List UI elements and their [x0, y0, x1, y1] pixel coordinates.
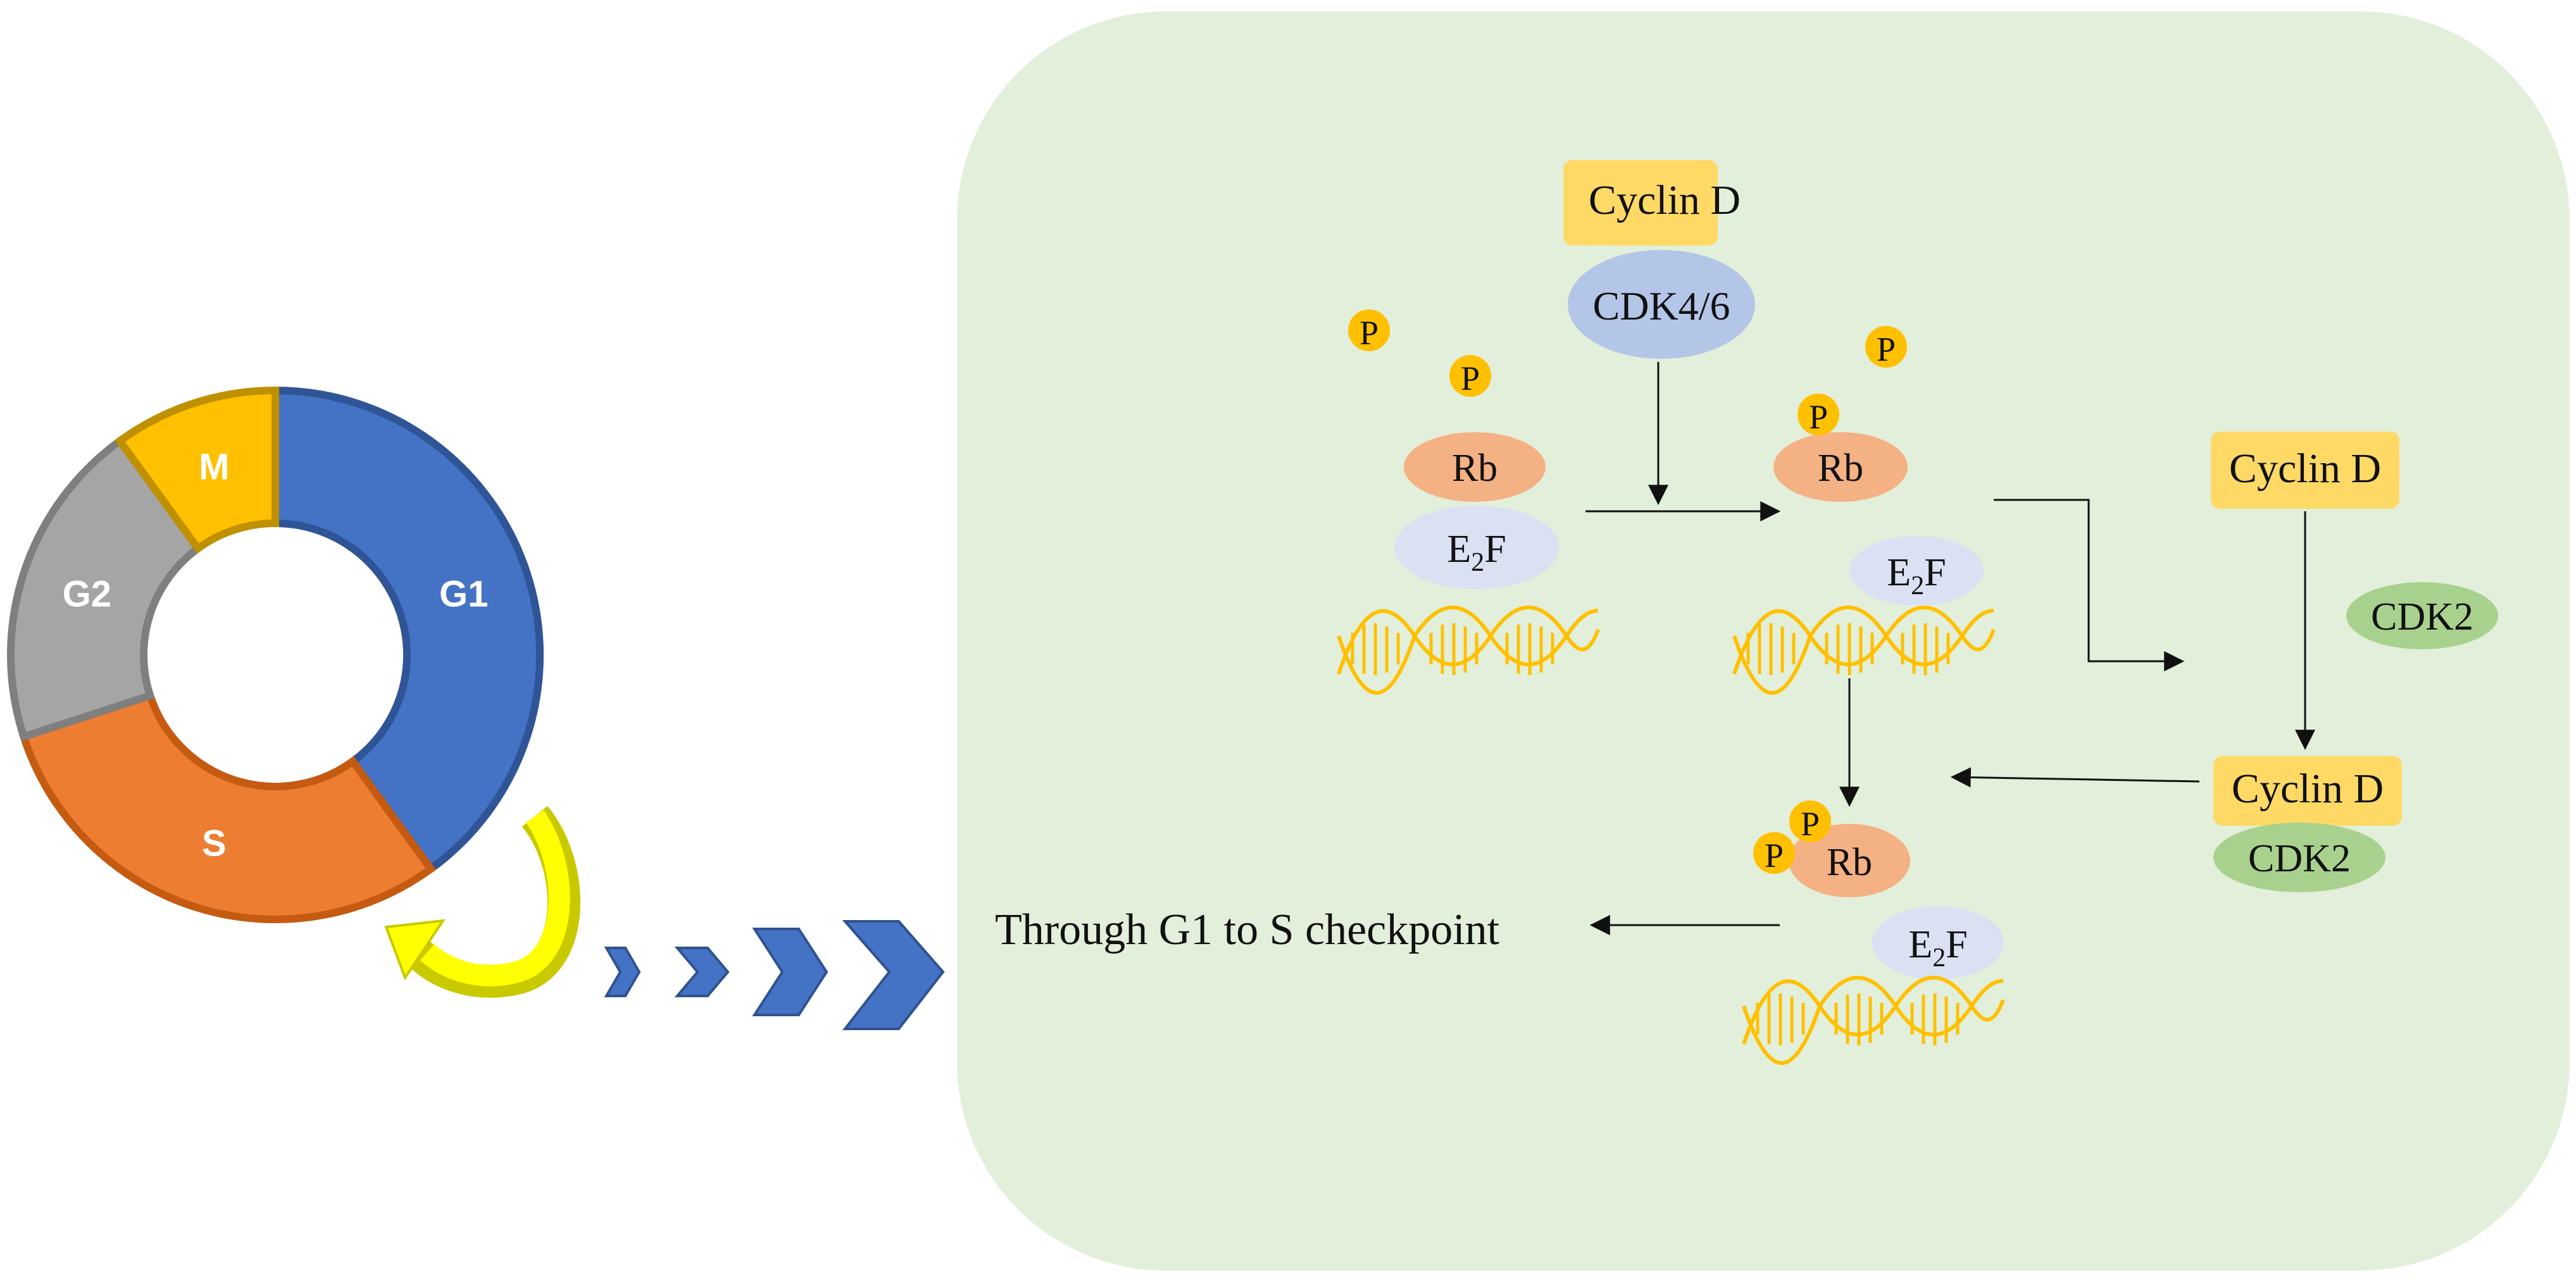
phosphate-icon: [1865, 326, 1907, 368]
cyclin-d-cdk46-complex: Cyclin D CDK4/6: [1563, 160, 1755, 359]
curved-arrow-icon: [384, 806, 580, 998]
e2f-ellipse: [1394, 506, 1559, 589]
chevron-icon: [604, 947, 641, 997]
rb-ellipse: [1773, 432, 1908, 502]
phosphate-label: P: [1360, 314, 1379, 352]
phase-label-g2: G2: [63, 573, 111, 614]
rb-hyperphosphorylated: Rb P P E2F: [1744, 800, 2004, 1063]
cdk2-complex-label: CDK2: [2248, 837, 2351, 880]
cyclin-d-box: [2213, 756, 2402, 826]
phosphate-label: P: [1461, 359, 1480, 397]
phase-label-g1: G1: [439, 573, 488, 614]
phase-segment-g1: [272, 386, 544, 874]
e2f-label: E2F: [1908, 923, 1967, 973]
rb-e2f-unphosphorylated: P P Rb E2F: [1339, 309, 1598, 693]
phosphate-label: P: [1765, 837, 1784, 874]
phase-label-m: M: [199, 446, 229, 487]
cdk46-ellipse: [1568, 250, 1755, 359]
e2f-ellipse: [1872, 906, 2004, 980]
e2f-ellipse: [1849, 536, 1984, 606]
phosphate-icon: [1789, 800, 1831, 842]
cell-cycle-ring: G1S G2 M: [7, 386, 544, 923]
arrow-to-cyclin-d: [1994, 499, 2185, 671]
cdk2-ellipse: [2213, 823, 2385, 892]
phase-segment-s: [18, 690, 437, 923]
phosphate-icon: [1348, 309, 1390, 351]
rb-ellipse: [1404, 432, 1546, 502]
phosphate-label: P: [1801, 805, 1820, 843]
rb-ellipse: [1789, 824, 1910, 897]
pathway-arrows: [1585, 362, 2315, 935]
cyclin-d-cdk2-formation: Cyclin D CDK2 Cyclin D CDK2: [2211, 432, 2498, 892]
e2f-label: E2F: [1887, 551, 1946, 601]
phosphate-label: P: [1809, 398, 1828, 436]
phosphate-icon: [1753, 832, 1795, 874]
chevron-icon: [752, 928, 828, 1016]
checkpoint-outcome-text: Through G1 to S checkpoint: [995, 905, 1500, 954]
chevron-arrows: [604, 920, 945, 1030]
phase-segment-m: [114, 386, 279, 554]
phosphate-icon: [1798, 394, 1839, 435]
phosphate-label: P: [1877, 330, 1896, 368]
cyclin-d-box: [1563, 160, 1718, 246]
pathway-panel: [957, 11, 2570, 1271]
cyclin-d-label: Cyclin D: [2229, 445, 2381, 492]
rb-label: Rb: [1452, 447, 1497, 490]
phosphate-icon: [1449, 355, 1491, 397]
arrow-complex-left: [1950, 767, 2200, 788]
phase-segment-g2: [7, 435, 204, 742]
cyclin-d-label: Cyclin D: [1589, 177, 1741, 223]
rb-e2f-phosphorylated: P Rb P E2F: [1734, 326, 1994, 693]
cdk2-ellipse: [2346, 582, 2498, 649]
cyclin-d-box: [2211, 432, 2399, 509]
chevron-icon: [674, 947, 730, 997]
cdk46-label: CDK4/6: [1593, 283, 1730, 328]
e2f-label: E2F: [1447, 528, 1506, 577]
rb-label: Rb: [1818, 447, 1863, 490]
phase-label-s: S: [202, 823, 227, 864]
rb-label: Rb: [1827, 841, 1872, 884]
chevron-icon: [842, 920, 945, 1030]
cdk2-label: CDK2: [2371, 595, 2473, 638]
cyclin-d-complex-label: Cyclin D: [2232, 766, 2384, 812]
